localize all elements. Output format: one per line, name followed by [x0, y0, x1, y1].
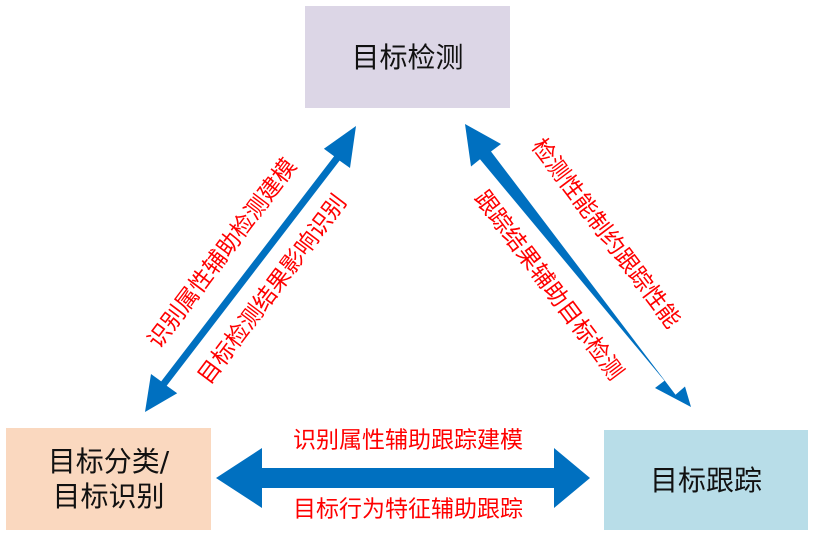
- target-classification-label-line2: 目标识别: [52, 480, 165, 513]
- edge-label-bottom-lower: 目标行为特征辅助跟踪: [293, 497, 523, 523]
- target-detection-label: 目标检测: [351, 40, 464, 74]
- detection-tracking-double-arrow: [465, 124, 691, 407]
- target-classification-node: 目标分类/ 目标识别: [6, 428, 211, 530]
- target-classification-label-line1: 目标分类/: [47, 445, 170, 478]
- edge-label-left-upper: 识别属性辅助检测建模: [143, 154, 302, 353]
- target-tracking-label: 目标跟踪: [649, 463, 762, 497]
- target-tracking-node: 目标跟踪: [604, 430, 808, 530]
- edge-label-bottom-upper: 识别属性辅助跟踪建模: [293, 428, 523, 454]
- edge-label-left-lower: 目标检测结果影响识别: [193, 190, 352, 389]
- target-detection-node: 目标检测: [305, 6, 510, 108]
- classification-tracking-double-arrow: [216, 448, 590, 508]
- classification-detection-double-arrow: [145, 126, 356, 412]
